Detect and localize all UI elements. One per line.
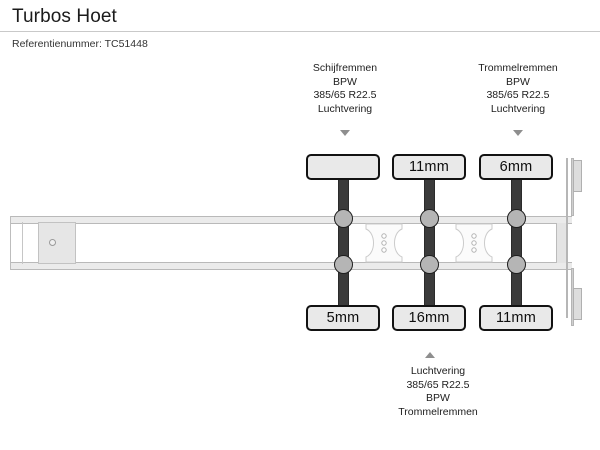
suspension-bracket xyxy=(365,223,403,263)
tyre-depth-badge-axle1-bottom[interactable]: 5mm xyxy=(306,305,380,331)
callout-top-right-line-4: Luchtvering xyxy=(490,102,546,115)
callout-top-left-line-1: Schijfremmen xyxy=(312,62,378,74)
tyre-depth-badge-axle3-bottom[interactable]: 11mm xyxy=(479,305,553,331)
callout-top-right-line-2: BPW xyxy=(506,75,530,88)
header-divider xyxy=(0,31,600,32)
callout-top-left-line-2: BPW xyxy=(333,75,357,88)
callout-top-left-line-3: 385/65 R22.5 xyxy=(313,89,377,101)
wheel-hub-3-top xyxy=(507,209,526,228)
wheel-hub-3-bottom xyxy=(507,255,526,274)
tyre-depth-badge-axle1-top[interactable] xyxy=(306,154,380,180)
kingpin-plate xyxy=(38,222,76,264)
callout-bottom-line-2: 385/65 R22.5 xyxy=(406,378,470,391)
axle-bar-2 xyxy=(424,172,435,312)
reference-number: Referentienummer: TC51448 xyxy=(12,38,148,50)
chassis-front-rib xyxy=(22,222,23,264)
rear-post xyxy=(566,158,568,318)
callout-bottom: Luchtvering 385/65 R22.5 BPW Trommelremm… xyxy=(338,365,538,419)
callout-top-right-line-1: Trommelremmen xyxy=(478,62,558,74)
chassis-rail-top xyxy=(10,216,572,224)
arrow-down-icon xyxy=(513,130,523,136)
page-header: Turbos Hoet Referentienummer: TC51448 xyxy=(0,0,600,52)
arrow-down-icon xyxy=(340,130,350,136)
rear-mudguard-top xyxy=(573,160,582,192)
rear-mudguard-bottom xyxy=(573,288,582,320)
callout-top-right: Trommelremmen BPW 385/65 R22.5 Luchtveri… xyxy=(418,62,600,116)
kingpin-circle-icon xyxy=(49,239,56,246)
callout-top-left-line-4: Luchtvering xyxy=(317,102,373,115)
wheel-hub-2-bottom xyxy=(420,255,439,274)
tyre-depth-badge-axle2-top[interactable]: 11mm xyxy=(392,154,466,180)
suspension-bracket xyxy=(455,223,493,263)
chassis-rail-bottom xyxy=(10,262,572,270)
wheel-hub-1-top xyxy=(334,209,353,228)
callout-top-left: Schijfremmen BPW 385/65 R22.5 Luchtverin… xyxy=(245,62,445,116)
axle-bar-1 xyxy=(338,172,349,312)
callout-bottom-line-3: BPW xyxy=(426,392,450,404)
tyre-depth-badge-axle2-bottom[interactable]: 16mm xyxy=(392,305,466,331)
callout-bottom-line-1: Luchtvering xyxy=(410,365,466,377)
wheel-hub-2-top xyxy=(420,209,439,228)
arrow-up-icon xyxy=(425,352,435,358)
axle-bar-3 xyxy=(511,172,522,312)
page-title: Turbos Hoet xyxy=(12,6,117,27)
chassis-front-edge xyxy=(10,216,11,270)
callout-top-right-line-3: 385/65 R22.5 xyxy=(486,89,550,101)
callout-bottom-line-4: Trommelremmen xyxy=(398,405,478,418)
wheel-hub-1-bottom xyxy=(334,255,353,274)
tyre-depth-badge-axle3-top[interactable]: 6mm xyxy=(479,154,553,180)
